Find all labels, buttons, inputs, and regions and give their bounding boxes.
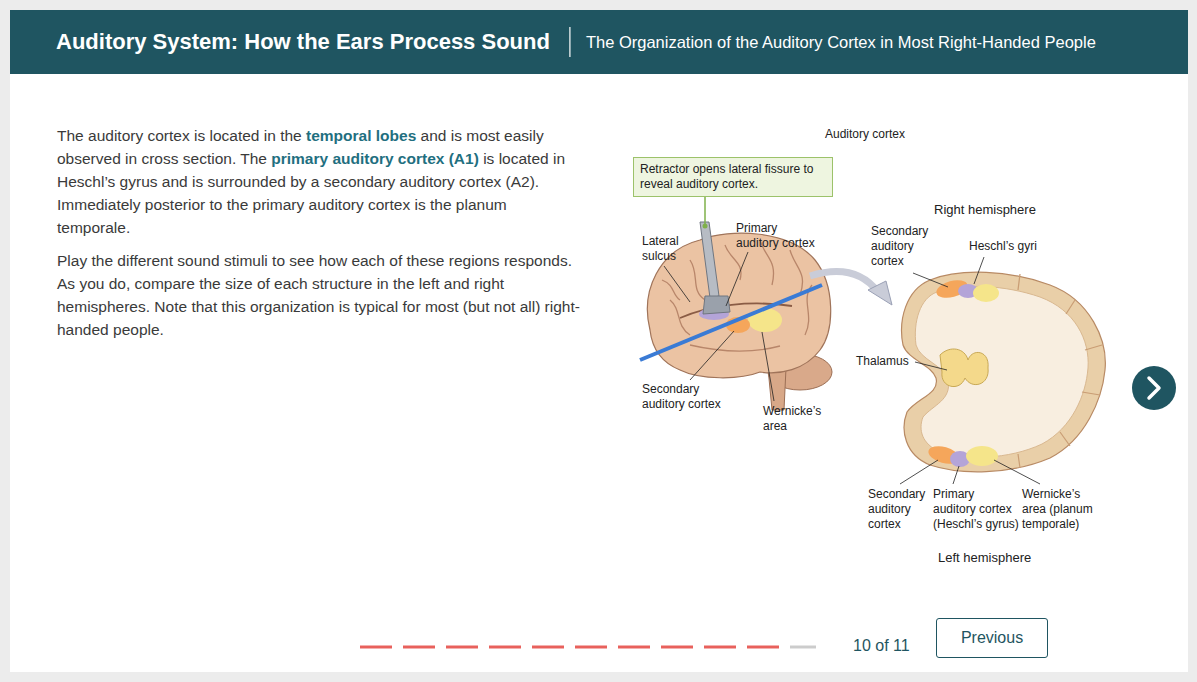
section-outline — [902, 272, 1106, 472]
arrow-head — [868, 281, 892, 305]
progress-dash — [704, 646, 736, 649]
leader-line — [953, 466, 959, 484]
progress-dash — [532, 646, 564, 649]
part-label: Lateral sulcus — [642, 234, 694, 264]
figure-label: Right hemisphere — [934, 202, 1036, 218]
figure-label: Auditory cortex — [825, 126, 905, 142]
key-term: temporal lobes — [306, 127, 416, 144]
leader-line — [913, 273, 948, 287]
leader-line — [726, 252, 748, 306]
progress-dash — [790, 646, 816, 649]
leader-line — [664, 266, 690, 302]
sulcus — [1066, 300, 1075, 314]
part-label: Secondary auditory cortex — [642, 382, 727, 412]
header-divider — [569, 27, 570, 57]
panel — [10, 10, 1188, 672]
part-label: Primary auditory cortex — [736, 221, 821, 251]
leader-line — [915, 362, 947, 370]
next-button — [1132, 366, 1176, 410]
sulcus — [1018, 274, 1020, 290]
callout-box: Retractor opens lateral fissure to revea… — [633, 157, 833, 197]
chevron-icon — [1149, 378, 1159, 398]
progress-dash — [403, 646, 435, 649]
gyrus — [662, 280, 680, 300]
gyrus — [690, 345, 780, 351]
retractor-handle — [700, 222, 719, 298]
sulci — [1018, 274, 1102, 468]
part-label: Wernicke’s area — [763, 404, 833, 434]
gyri — [662, 240, 812, 351]
page-counter: 10 of 11 — [853, 636, 910, 656]
progress-dash — [747, 646, 779, 649]
part-label: Primary auditory cortex (Heschl’s gyrus) — [933, 487, 1019, 532]
section-plane — [640, 285, 822, 360]
progress-bar — [360, 646, 816, 649]
gyrus — [790, 250, 803, 295]
sulcus — [1060, 432, 1070, 446]
body-text: Play the different sound stimuli to see … — [57, 252, 580, 338]
sulcus — [1082, 392, 1100, 395]
section-ground — [895, 263, 1115, 485]
progress-dash — [360, 646, 392, 649]
leader-line — [994, 460, 1040, 484]
progress-dash — [446, 646, 478, 649]
part-label: Secondary auditory cortex — [868, 487, 932, 532]
key-term: primary auditory cortex (A1) — [271, 150, 479, 167]
sulcus — [1018, 454, 1020, 468]
gyrus — [690, 260, 705, 300]
brain-lateral — [640, 222, 832, 410]
progress-dash — [661, 646, 693, 649]
header-band — [10, 10, 1188, 74]
part-label: Heschl’s gyri — [969, 239, 1049, 254]
progress-dash — [618, 646, 650, 649]
part-label: Thalamus — [856, 354, 909, 369]
white-matter — [915, 286, 1088, 457]
part-label: Wernicke’s area (planum temporale) — [1022, 487, 1102, 532]
callout-leader — [703, 197, 708, 229]
callout-leader-line — [704, 197, 706, 224]
paragraph: The auditory cortex is located in the te… — [57, 124, 582, 239]
part-label: Secondary auditory cortex — [871, 224, 935, 269]
progress-dash — [575, 646, 607, 649]
callout-text: Retractor opens lateral fissure to revea… — [640, 162, 813, 191]
progress-dash — [489, 646, 521, 649]
leader-line — [762, 332, 774, 401]
leader-line — [974, 257, 984, 284]
page-subtitle: The Organization of the Auditory Cortex … — [586, 31, 1096, 53]
button-label: Previous — [961, 629, 1023, 647]
curved-arrow — [810, 272, 878, 292]
paragraph: Play the different sound stimuli to see … — [57, 249, 582, 341]
brain-section — [895, 263, 1115, 485]
body-text: The auditory cortex is located in the — [57, 127, 302, 144]
thalamus — [940, 349, 988, 387]
figure-label: Left hemisphere — [938, 550, 1031, 566]
leader-lines — [664, 252, 1040, 484]
wernicke-area — [966, 446, 998, 466]
wernicke-area — [973, 284, 999, 302]
leader-line — [900, 460, 938, 484]
leader-line — [690, 331, 734, 380]
sulcus — [1085, 345, 1102, 350]
page-title: Auditory System: How the Ears Process So… — [56, 28, 550, 56]
callout-dot — [703, 224, 708, 229]
brainstem — [768, 368, 786, 410]
previous-button: Previous — [936, 618, 1048, 658]
retractor-blade — [703, 296, 730, 314]
